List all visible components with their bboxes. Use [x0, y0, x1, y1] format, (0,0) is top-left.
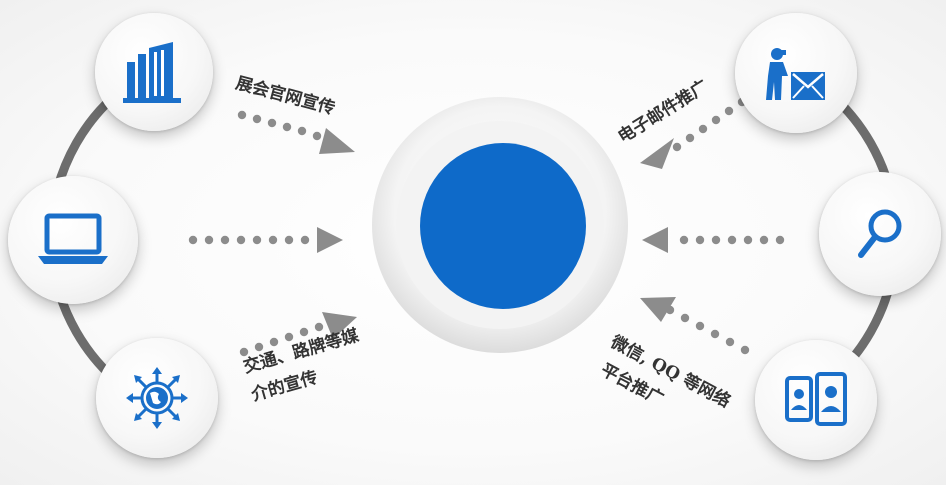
laptop-icon [38, 213, 108, 264]
arrow-middle-left [188, 227, 343, 253]
building-icon [123, 42, 181, 103]
arrow-bottom-right [640, 297, 750, 355]
search-icon [858, 209, 902, 258]
arrow-top-left [237, 110, 355, 154]
node-social [755, 340, 877, 460]
arrow-bottom-left [239, 312, 357, 357]
mobile-profile-icon [785, 372, 847, 426]
node-transport [96, 338, 218, 458]
node-search [819, 172, 941, 296]
arrow-middle-right [642, 227, 785, 253]
center-disk [420, 143, 586, 309]
node-email [735, 13, 857, 133]
node-online [8, 176, 138, 304]
global-network-icon [126, 367, 188, 429]
node-website [95, 13, 213, 131]
email-delivery-icon [766, 48, 825, 100]
